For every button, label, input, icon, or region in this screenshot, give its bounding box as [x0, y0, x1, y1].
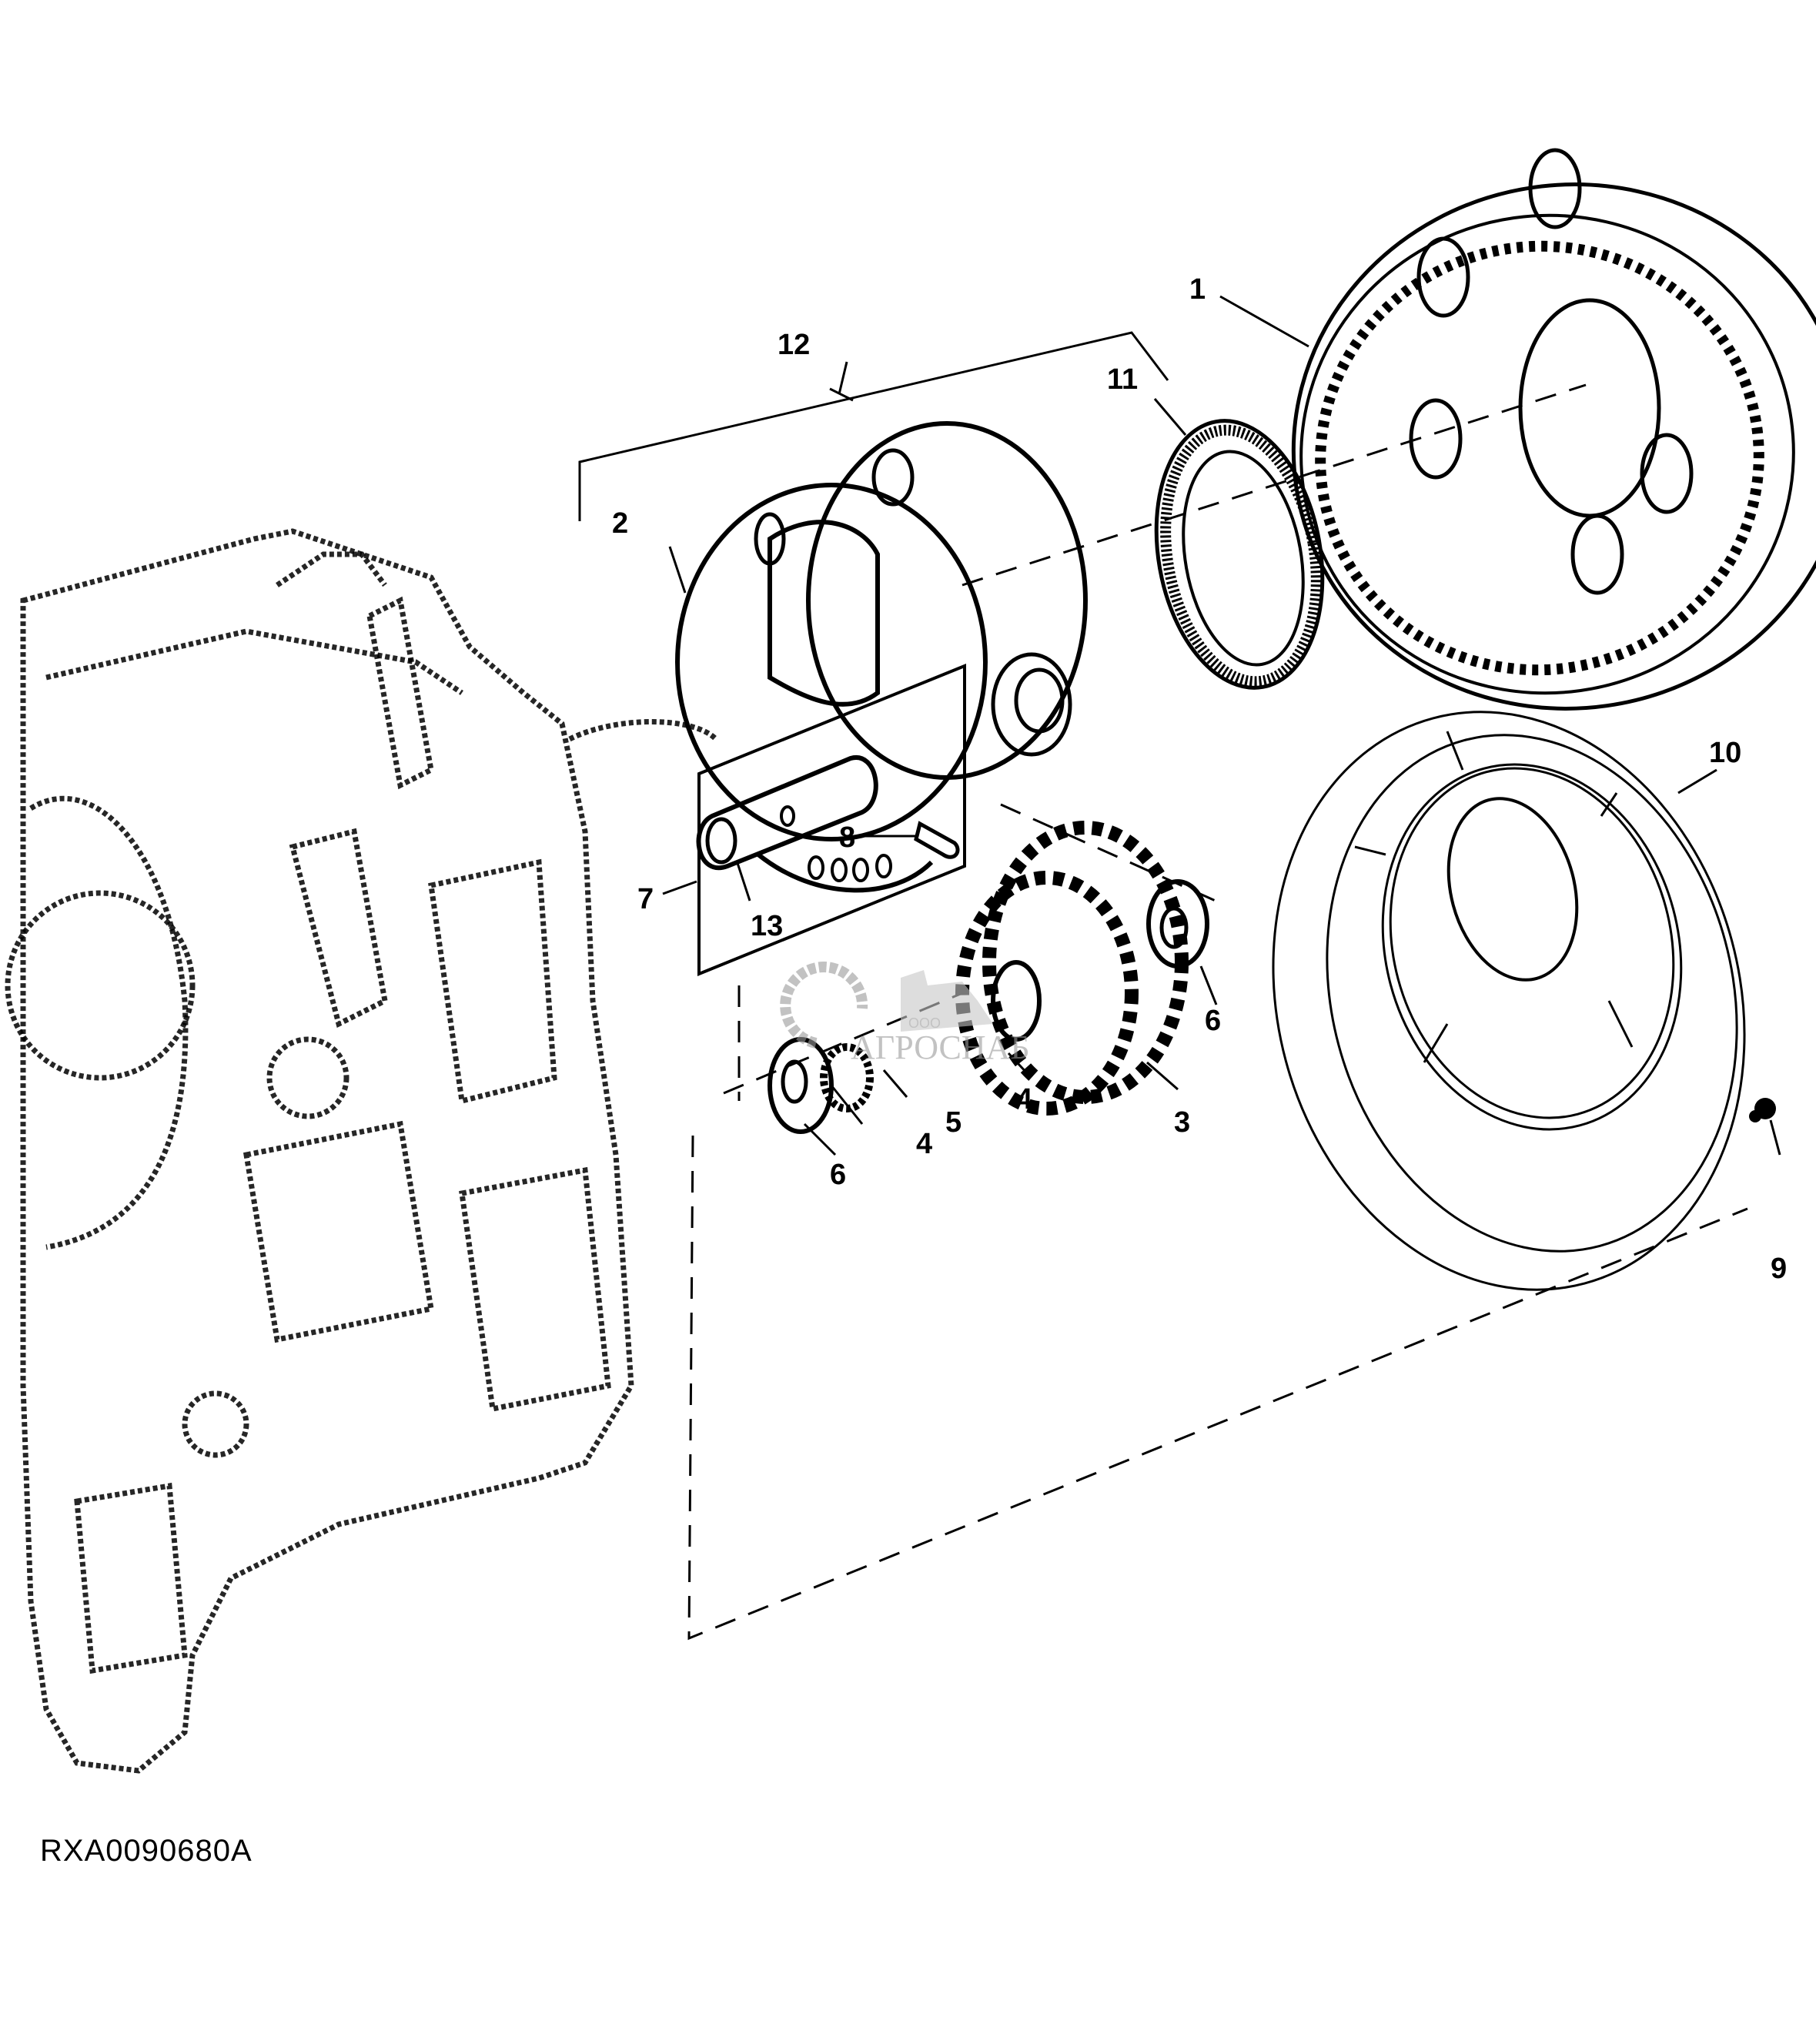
callout-9: 9	[1771, 1253, 1787, 1285]
watermark: ООО АГРОСНАБ	[780, 962, 1030, 1066]
friction-disk	[1154, 419, 1325, 690]
callout-2: 2	[612, 507, 628, 540]
watermark-harvester-icon	[901, 970, 993, 1032]
callout-12: 12	[778, 329, 810, 361]
planet-carrier	[675, 421, 1088, 841]
callout-11: 11	[1107, 363, 1138, 396]
cover	[1272, 711, 1746, 1291]
callout-5: 5	[945, 1106, 962, 1139]
watermark-company: АГРОСНАБ	[851, 1029, 1030, 1066]
watermark-prefix: ООО	[908, 1015, 941, 1031]
callouts: 1 2 3 4 4 5 6 6 7 8 9 10 11 12 13	[612, 273, 1787, 1285]
callout-6b: 6	[830, 1159, 846, 1191]
cap-screw	[1749, 1098, 1776, 1122]
ring-gear	[1291, 148, 1816, 711]
callout-3: 3	[1174, 1106, 1190, 1139]
figure-id-label: RXA0090680A	[40, 1834, 253, 1868]
callout-4b: 4	[916, 1128, 932, 1160]
leader-lines	[662, 295, 1781, 1156]
bearing-lower	[820, 1043, 874, 1112]
watermark-gear-icon	[780, 962, 868, 1049]
callout-7: 7	[637, 883, 654, 915]
callout-6a: 6	[1205, 1005, 1221, 1037]
callout-1: 1	[1189, 273, 1206, 306]
callout-4a: 4	[1016, 1083, 1032, 1116]
callout-13: 13	[751, 910, 783, 942]
thrust-washer-upper	[1146, 879, 1209, 968]
transmission-housing-ghost	[5, 528, 718, 1774]
callout-10: 10	[1709, 737, 1741, 769]
assembly-bracket-12	[578, 331, 1169, 521]
pin-kit	[696, 664, 966, 976]
callout-8: 8	[839, 821, 855, 854]
